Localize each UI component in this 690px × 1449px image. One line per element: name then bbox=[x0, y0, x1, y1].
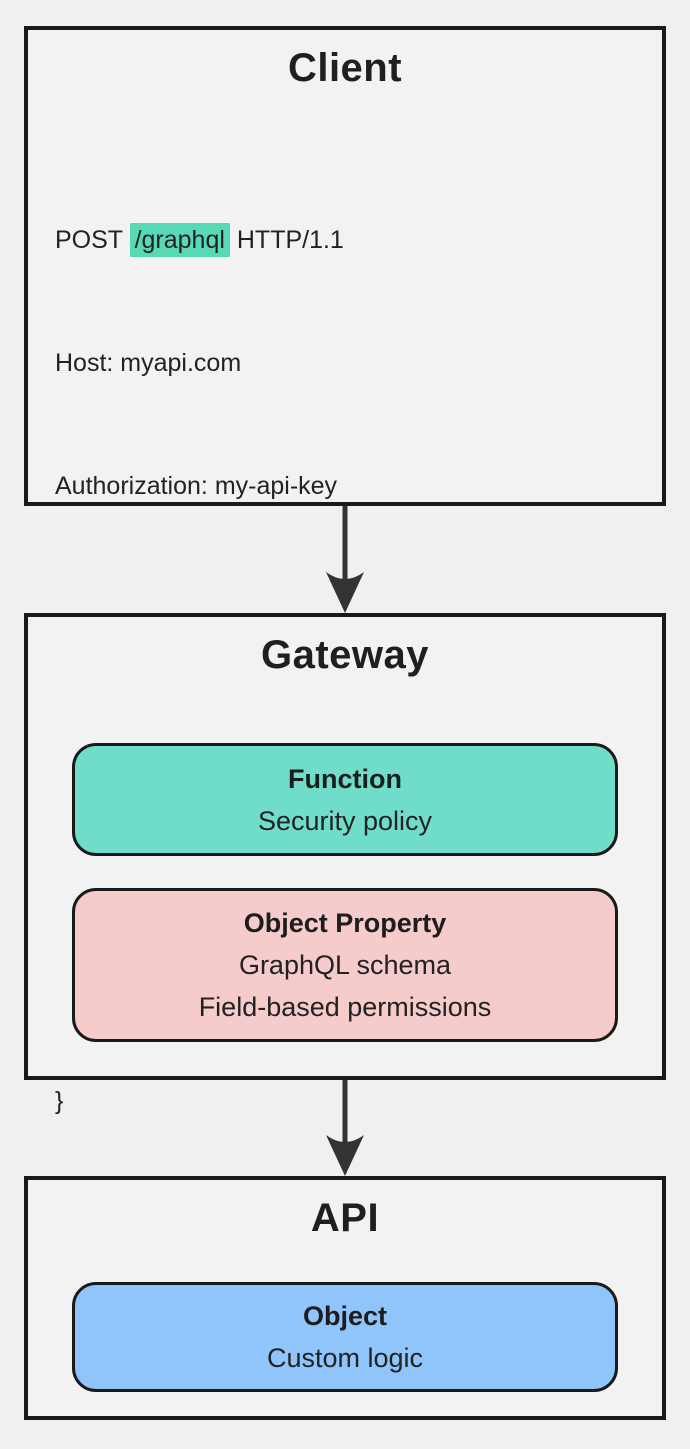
api-box: API Object Custom logic bbox=[24, 1176, 666, 1420]
gateway-title: Gateway bbox=[260, 633, 430, 677]
client-title: Client bbox=[287, 46, 403, 90]
down-arrow-icon-gateway-to-api bbox=[326, 1080, 364, 1176]
http-version: HTTP/1.1 bbox=[229, 226, 344, 254]
object-property-card-title: Object Property bbox=[243, 908, 447, 938]
host-header: Host: myapi.com bbox=[55, 349, 242, 377]
object-property-card-line: Field-based permissions bbox=[198, 992, 492, 1022]
graphql-path-highlight: /graphql bbox=[129, 223, 230, 257]
object-card-title: Object bbox=[302, 1301, 388, 1331]
json-close-brace: } bbox=[55, 1087, 64, 1115]
function-card: Function Security policy bbox=[72, 743, 618, 856]
authorization-header: Authorization: my-api-key bbox=[55, 472, 338, 500]
gateway-box: Gateway Function Security policy Object … bbox=[24, 613, 666, 1080]
function-card-title: Function bbox=[288, 763, 402, 794]
function-card-line: Security policy bbox=[257, 805, 433, 836]
object-property-card-line: GraphQL schema bbox=[238, 950, 452, 980]
request-line: POST /graphql HTTP/1.1 bbox=[55, 220, 555, 261]
api-title: API bbox=[310, 1196, 380, 1240]
object-property-card: Object Property GraphQL schema Field-bas… bbox=[72, 888, 618, 1042]
client-box: Client POST /graphql HTTP/1.1 Host: myap… bbox=[24, 26, 666, 1115]
http-method: POST bbox=[55, 226, 130, 254]
down-arrow-icon-client-to-gateway bbox=[326, 506, 364, 613]
object-card: Object Custom logic bbox=[72, 1282, 618, 1392]
object-card-line: Custom logic bbox=[266, 1343, 424, 1373]
